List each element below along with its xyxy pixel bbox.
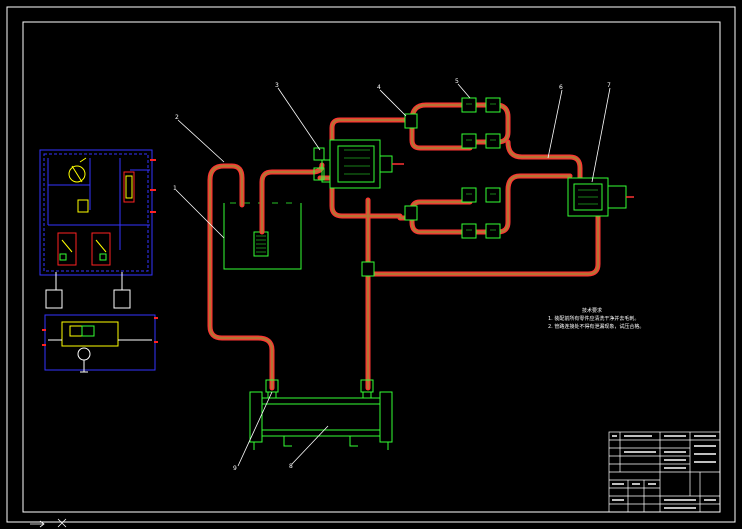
part-label-6: 6 bbox=[559, 84, 563, 91]
title-block bbox=[608, 431, 721, 513]
part-label-2: 2 bbox=[175, 114, 179, 121]
technical-requirements-notes: 技术要求 1. 装配前所有零件应清洗干净并去毛刺。 2. 管路连接处不得有泄漏现… bbox=[548, 307, 678, 331]
part-labels: 1 2 3 4 5 6 7 8 9 bbox=[173, 78, 611, 472]
heat-exchanger bbox=[249, 379, 393, 450]
part-label-3: 3 bbox=[275, 82, 279, 89]
ucs-axis-icon bbox=[30, 518, 67, 528]
hydraulic-motor bbox=[567, 177, 634, 217]
inner-sheet-border bbox=[22, 21, 721, 513]
part-label-1: 1 bbox=[173, 185, 177, 192]
part-label-9: 9 bbox=[233, 465, 237, 472]
leader-lines bbox=[175, 83, 611, 467]
part-label-5: 5 bbox=[455, 78, 459, 85]
hydraulic-schematic bbox=[39, 149, 158, 373]
oil-tank bbox=[223, 202, 302, 270]
notes-title: 技术要求 bbox=[581, 308, 602, 314]
valve-blocks bbox=[361, 97, 501, 277]
pump-motor-unit bbox=[313, 139, 404, 189]
part-label-4: 4 bbox=[377, 84, 381, 91]
part-label-7: 7 bbox=[607, 82, 611, 89]
outer-sheet-border bbox=[6, 6, 736, 523]
part-label-8: 8 bbox=[289, 463, 293, 470]
notes-line-2: 2. 管路连接处不得有泄漏现象，试压合格。 bbox=[548, 324, 645, 330]
notes-line-1: 1. 装配前所有零件应清洗干净并去毛刺。 bbox=[548, 316, 640, 322]
pipelines bbox=[207, 102, 601, 391]
